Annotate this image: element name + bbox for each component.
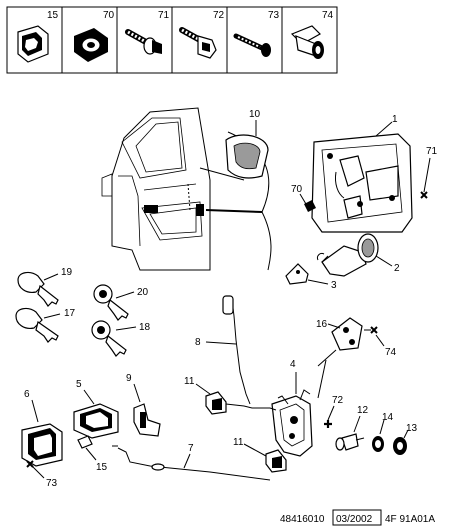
- part-7-rod: 7: [112, 443, 271, 481]
- part-13-nut: 13: [393, 423, 418, 455]
- callout-73: 73: [46, 478, 58, 489]
- bolt-72-icon: [179, 27, 217, 59]
- callout-18: 18: [139, 322, 151, 333]
- key-18: 18: [91, 320, 151, 357]
- key-20: 20: [93, 284, 149, 321]
- callout-6: 6: [24, 389, 30, 400]
- callout-11-upper: 11: [184, 376, 195, 387]
- part-1-outer-handle: 1: [311, 114, 413, 233]
- callout-3: 3: [331, 280, 337, 291]
- callout-14: 14: [382, 412, 394, 423]
- part-9-bracket: 9: [126, 373, 161, 437]
- part-11-clip-upper: 11: [184, 376, 277, 415]
- part-15-clip: 15: [77, 435, 108, 473]
- nut-70-icon: [74, 28, 108, 62]
- rivet-74-icon: [290, 25, 324, 59]
- strip-label-71: 71: [158, 10, 170, 21]
- callout-12: 12: [357, 405, 369, 416]
- strip-label-72: 72: [213, 10, 225, 21]
- strip-label-15: 15: [47, 10, 59, 21]
- part-11-clip-lower: 11: [233, 437, 287, 473]
- part-12-pin: 12: [335, 405, 369, 451]
- nut-70-marker: 70: [291, 184, 316, 212]
- callout-10: 10: [249, 109, 261, 120]
- callout-16: 16: [316, 319, 328, 330]
- footer: 48416010 03/2002 4F 91A01A: [280, 509, 435, 526]
- callout-11-lower: 11: [233, 437, 244, 448]
- footer-code: 4F 91A01A: [385, 514, 435, 525]
- part-8-rod: 8: [195, 295, 251, 405]
- part-2-lock-cylinder: 2: [317, 233, 400, 277]
- part-3-clip: 3: [285, 263, 337, 291]
- key-19: 19: [17, 267, 73, 307]
- callout-70: 70: [291, 184, 303, 195]
- parts-strip: 15 70 71 72 73 74: [6, 6, 338, 74]
- callout-17: 17: [64, 308, 76, 319]
- clip-15-icon: [17, 25, 49, 63]
- vehicle-door-illustration: [101, 107, 272, 271]
- footer-date: 03/2002: [336, 514, 373, 525]
- footer-ref-number: 48416010: [280, 514, 325, 525]
- part-10-interior-cup: 10: [225, 109, 269, 179]
- strip-label-70: 70: [103, 10, 115, 21]
- callout-20: 20: [137, 287, 149, 298]
- callout-4: 4: [290, 359, 296, 370]
- part-16-striker: 16 74: [316, 317, 397, 367]
- callout-5: 5: [76, 379, 82, 390]
- part-14-washer: 14: [372, 412, 394, 452]
- callout-7: 7: [188, 443, 194, 454]
- part-6-escutcheon: 6 73: [21, 389, 63, 489]
- callout-2: 2: [394, 263, 400, 274]
- callout-15: 15: [96, 462, 108, 473]
- callout-13: 13: [406, 423, 418, 434]
- callout-72: 72: [332, 395, 344, 406]
- callout-8: 8: [195, 337, 201, 348]
- callout-71: 71: [426, 146, 438, 157]
- callout-9: 9: [126, 373, 132, 384]
- screw-73-icon: [233, 33, 271, 57]
- fastener-72-marker: 72: [324, 395, 344, 428]
- callout-19: 19: [61, 267, 73, 278]
- callout-1: 1: [392, 114, 398, 125]
- callout-74: 74: [385, 347, 397, 358]
- strip-label-73: 73: [268, 10, 280, 21]
- fastener-71-marker: 71: [420, 146, 438, 199]
- bolt-71-icon: [125, 29, 162, 55]
- key-17: 17: [15, 307, 76, 343]
- part-5-handle-inner: 5: [73, 379, 119, 439]
- part-4-lock-mechanism: 4: [271, 359, 327, 457]
- strip-label-74: 74: [322, 10, 334, 21]
